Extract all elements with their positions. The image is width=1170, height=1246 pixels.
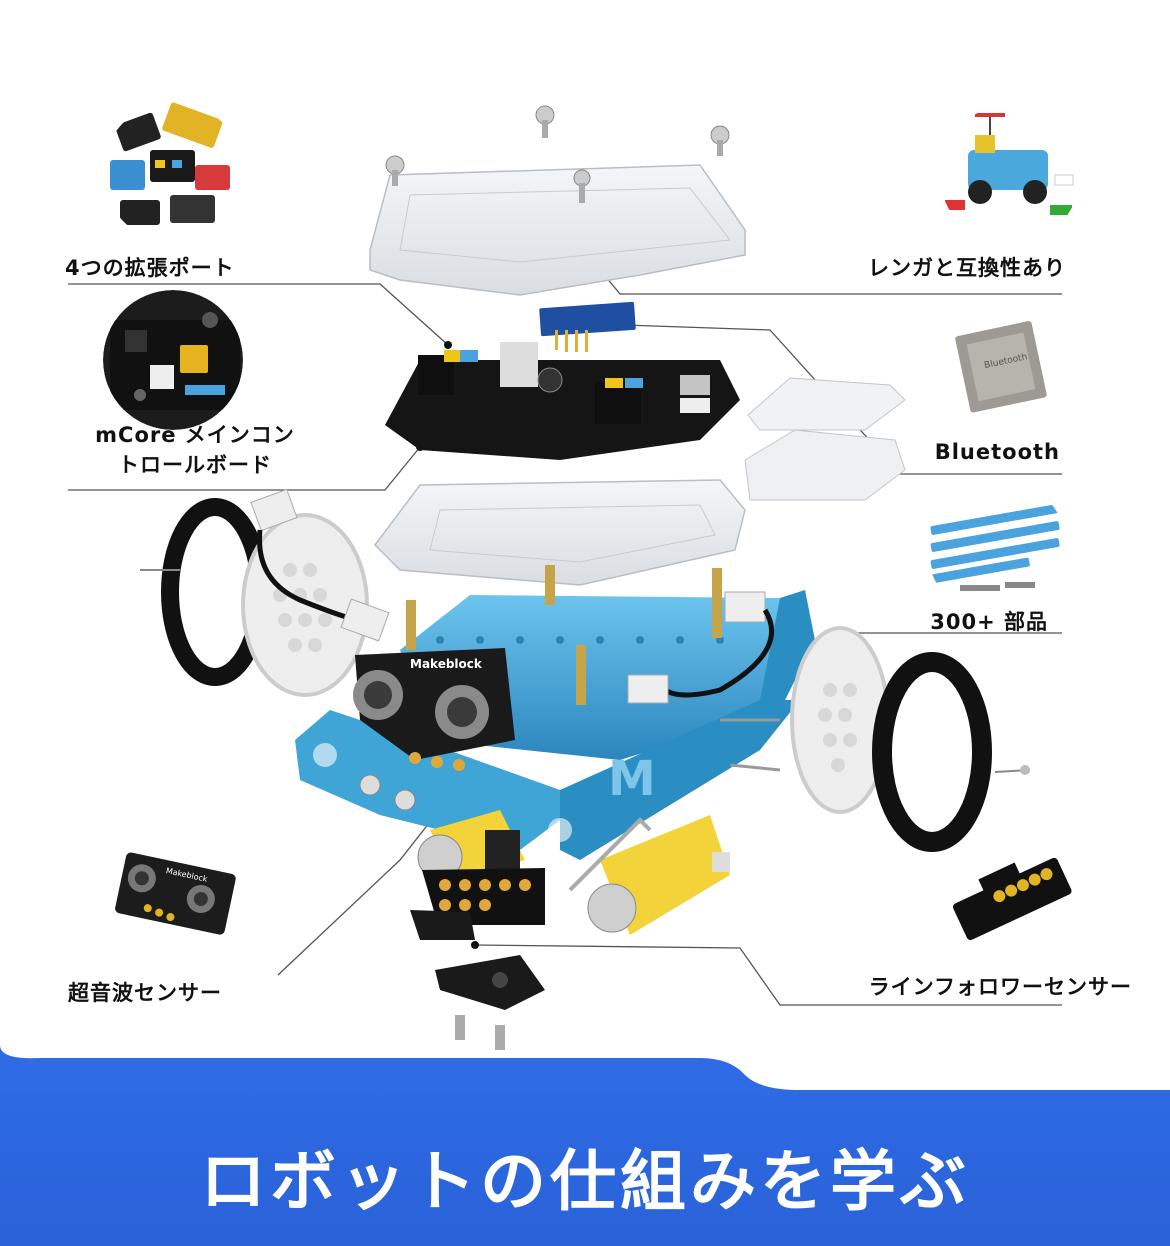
label-line-follower: ラインフォロワーセンサー — [868, 975, 1132, 999]
parts-thumbnail — [927, 478, 1067, 618]
battery-cover — [744, 377, 906, 501]
label-parts-count: 300+ 部品 — [930, 610, 1048, 634]
banner-title: ロボットの仕組みを学ぶ — [200, 1143, 970, 1220]
bluetooth-module — [539, 301, 636, 352]
right-wheel — [627, 591, 1031, 852]
line-follower-sensor — [410, 868, 545, 1050]
lego-thumbnail — [940, 105, 1080, 245]
label-ultrasonic-sensor: 超音波センサー — [68, 981, 222, 1005]
label-mcore-line2: トロールボード — [118, 453, 272, 477]
base-plate — [374, 479, 746, 586]
line-follower-thumbnail — [940, 830, 1080, 970]
motors — [417, 810, 730, 935]
label-mcore-board: mCore メインコン トロールボード — [80, 420, 310, 480]
ultrasonic-sensor-logo: Makeblock — [410, 657, 483, 671]
svg-text:M: M — [608, 751, 656, 807]
left-wheel — [140, 488, 390, 697]
mcore-thumbnail — [103, 290, 243, 430]
bluetooth-thumbnail: Bluetooth — [930, 295, 1070, 435]
label-mcore-line1: mCore メインコン — [95, 423, 295, 447]
label-bluetooth: Bluetooth — [934, 440, 1060, 464]
ultrasonic-sensor: Makeblock — [353, 648, 515, 771]
mcore-board — [385, 342, 740, 460]
label-expansion-ports: 4つの拡張ポート — [65, 256, 235, 280]
ports-thumbnail — [103, 102, 243, 242]
banner-background — [0, 1045, 1170, 1246]
top-casing — [369, 105, 746, 296]
label-lego-compatible: レンガと互換性あり — [868, 256, 1066, 280]
ultrasonic-thumbnail: Makeblock — [104, 832, 240, 968]
